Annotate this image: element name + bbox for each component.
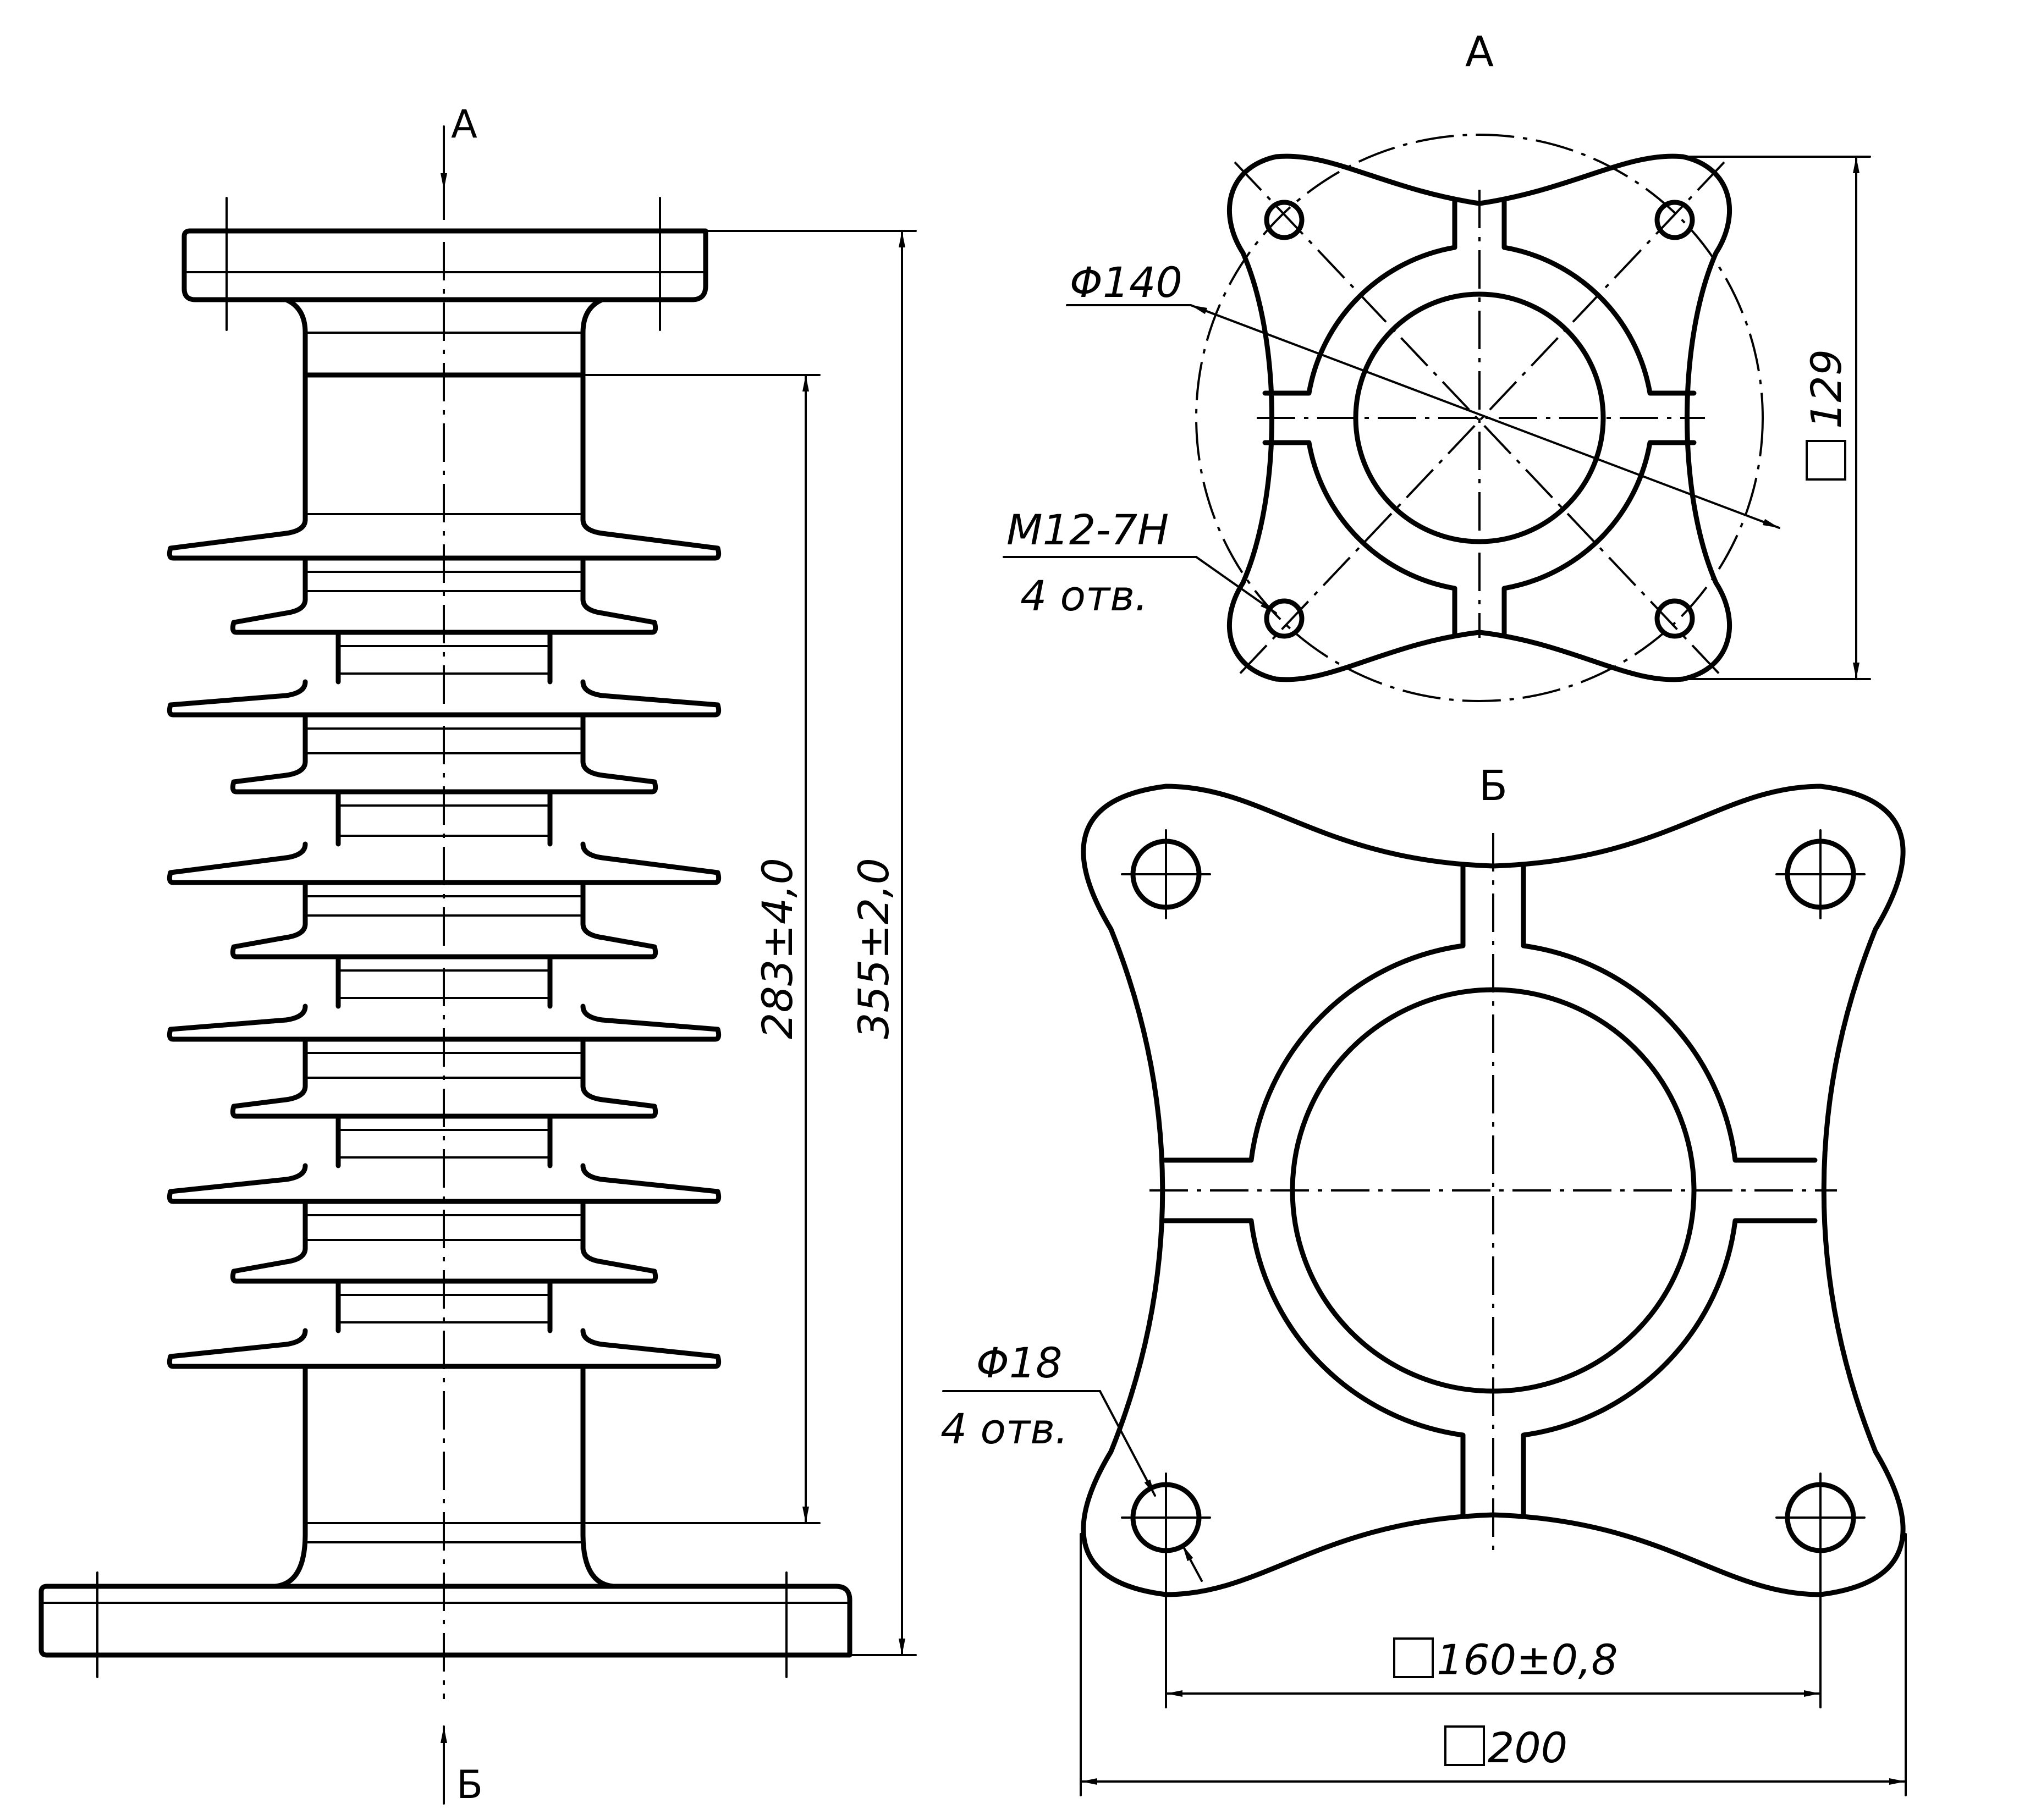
dimension-200: 200 xyxy=(1080,1533,1907,1796)
square-160-label: 160±0,8 xyxy=(1437,1635,1618,1684)
section-b-label: Б xyxy=(456,1762,483,1807)
square-symbol-200 xyxy=(1444,1725,1485,1766)
flange-outline-b xyxy=(1081,784,1906,1597)
small-shed xyxy=(230,759,658,795)
big-shed xyxy=(167,1328,722,1369)
thread-hole-tl xyxy=(1264,200,1305,240)
side-view: А Б 283±4,0 355±2,0 xyxy=(38,102,917,1807)
small-shed xyxy=(230,1083,658,1119)
phi18-label: Φ18 xyxy=(976,1338,1063,1387)
dimension-phi18: Φ18 4 отв. xyxy=(940,1338,1203,1582)
sheds xyxy=(167,517,722,1369)
view-b-title: Б xyxy=(1479,761,1508,810)
top-flange xyxy=(181,197,708,331)
bolt-hole-tr xyxy=(1775,829,1866,919)
section-a-label: А xyxy=(451,102,477,147)
square-129-label: 129 xyxy=(1802,349,1851,429)
big-shed xyxy=(167,517,722,561)
upper-cap xyxy=(283,297,605,522)
view-b: Б Φ18 4 отв. xyxy=(940,761,1907,1796)
big-shed xyxy=(167,1163,722,1204)
bolt-hole-bl xyxy=(1121,1472,1211,1563)
phi140-label: Φ140 xyxy=(1070,258,1182,307)
big-shed xyxy=(167,841,722,885)
dimension-283: 283±4,0 xyxy=(582,374,821,1524)
small-shed xyxy=(230,1245,658,1284)
bolt-hole-tl xyxy=(1121,829,1211,919)
dimension-m12: М12-7Н 4 отв. xyxy=(1003,505,1277,620)
view-a-title: А xyxy=(1465,27,1494,76)
view-a: А Φ140 М12-7Н 4 отв. 129 xyxy=(1003,27,1871,702)
section-a-marker: А xyxy=(441,102,477,191)
big-shed xyxy=(167,1003,722,1042)
bottom-flange xyxy=(38,1571,852,1678)
hub-ring-b xyxy=(1162,863,1818,1518)
thread-spec-label: М12-7Н xyxy=(1006,505,1169,554)
big-shed xyxy=(167,679,722,718)
dimension-129: 129 xyxy=(1682,156,1871,680)
dimension-355: 355±2,0 xyxy=(705,230,917,1656)
thread-hole-tr xyxy=(1654,200,1695,240)
dim-355-label: 355±2,0 xyxy=(849,858,898,1039)
small-shed xyxy=(230,597,658,635)
dimension-phi140: Φ140 xyxy=(1066,258,1780,529)
thread-hole-bl xyxy=(1264,598,1305,639)
hub-ring-a xyxy=(1262,198,1697,638)
hole-count-label: 4 отв. xyxy=(940,1404,1068,1453)
square-symbol-a xyxy=(1806,440,1846,481)
small-shed xyxy=(230,921,658,959)
bore-b xyxy=(1290,987,1697,1394)
thread-count-label: 4 отв. xyxy=(1020,571,1148,620)
thread-hole-br xyxy=(1654,598,1695,639)
section-b-marker: Б xyxy=(441,1725,483,1807)
dim-283-label: 283±4,0 xyxy=(753,858,802,1039)
square-200-label: 200 xyxy=(1488,1723,1567,1772)
bolt-hole-br xyxy=(1775,1472,1866,1563)
square-symbol-160 xyxy=(1393,1637,1434,1678)
dimension-160: 160±0,8 xyxy=(1165,1549,1822,1708)
